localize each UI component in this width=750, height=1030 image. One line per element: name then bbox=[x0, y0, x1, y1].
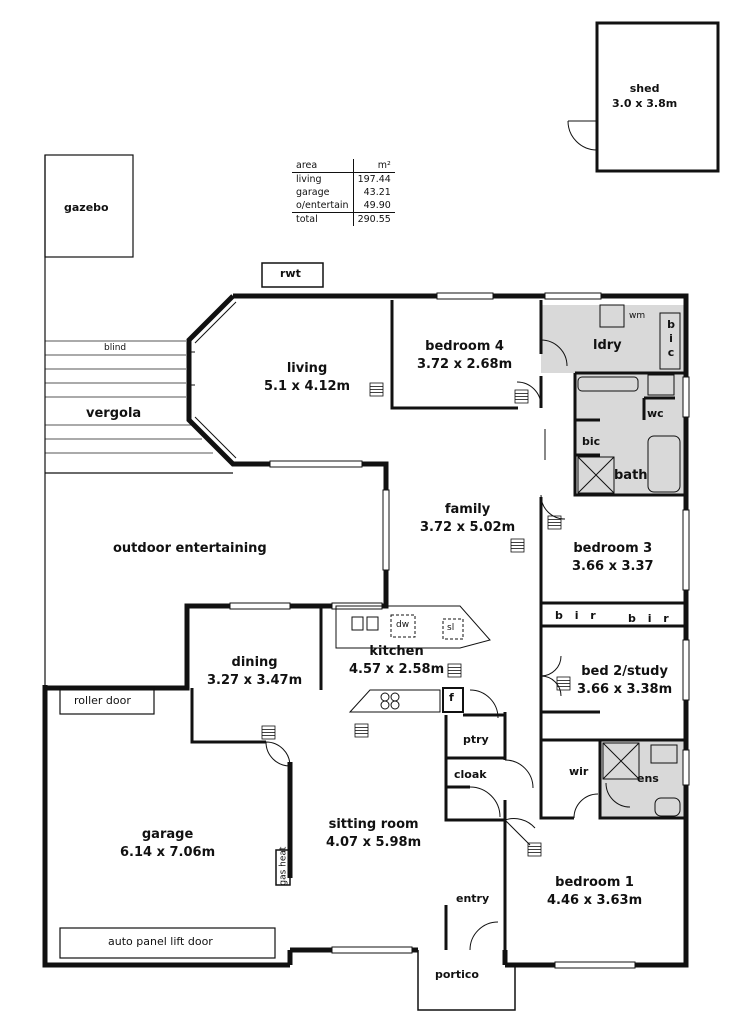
dishwasher-label: dw bbox=[396, 620, 410, 630]
dining-label: dining 3.27 x 3.47m bbox=[207, 654, 302, 689]
garage-size: 6.14 x 7.06m bbox=[120, 844, 216, 860]
wc-label: wc bbox=[647, 407, 664, 420]
vergola-label: vergola bbox=[84, 405, 144, 423]
laundry-label: ldry bbox=[593, 338, 622, 353]
living-size: 5.1 x 4.12m bbox=[264, 378, 351, 394]
rwt-label: rwt bbox=[280, 267, 301, 280]
bed2-size: 3.66 x 3.38m bbox=[577, 681, 673, 697]
blind-label: blind bbox=[104, 343, 127, 353]
interior-walls bbox=[190, 300, 686, 950]
garage-label: garage 6.14 x 7.06m bbox=[120, 826, 215, 861]
doors bbox=[265, 339, 631, 951]
bedroom3-name: bedroom 3 bbox=[573, 541, 653, 556]
living-label: living 5.1 x 4.12m bbox=[264, 360, 350, 395]
bedroom1-name: bedroom 1 bbox=[555, 875, 634, 890]
kitchen-label: kitchen 4.57 x 2.58m bbox=[349, 643, 444, 678]
lift-door-label: auto panel lift door bbox=[108, 935, 213, 948]
vent-symbols bbox=[261, 382, 571, 857]
bedroom4-label: bedroom 4 3.72 x 2.68m bbox=[417, 338, 512, 373]
area-row-value: 43.21 bbox=[363, 187, 391, 198]
area-header-unit: m² bbox=[353, 159, 395, 173]
shed-size: 3.0 x 3.8m bbox=[612, 96, 678, 110]
rwt-tank bbox=[261, 262, 324, 288]
outdoor-label: outdoor entertaining bbox=[113, 541, 267, 556]
sitting-size: 4.07 x 5.98m bbox=[326, 834, 422, 850]
kitchen-name: kitchen bbox=[369, 644, 424, 659]
entry-label: entry bbox=[456, 892, 490, 905]
bedroom4-size: 3.72 x 2.68m bbox=[417, 356, 513, 372]
bedroom3-label: bedroom 3 3.66 x 3.37 bbox=[572, 540, 654, 575]
area-total-label: total bbox=[292, 212, 354, 226]
shed-name: shed bbox=[629, 82, 660, 95]
bedroom3-size: 3.66 x 3.37 bbox=[572, 558, 654, 574]
bir-a-label: b i r bbox=[555, 609, 600, 622]
cloak-label: cloak bbox=[454, 768, 487, 781]
bedroom1-size: 4.46 x 3.63m bbox=[547, 892, 643, 908]
living-name: living bbox=[286, 361, 328, 376]
area-header-label: area bbox=[292, 159, 354, 173]
family-size: 3.72 x 5.02m bbox=[420, 519, 516, 535]
area-row-value: 197.44 bbox=[357, 174, 391, 185]
sitting-room-label: sitting room 4.07 x 5.98m bbox=[326, 816, 421, 851]
bir-b-label: b i r bbox=[628, 612, 673, 625]
dining-name: dining bbox=[231, 655, 278, 670]
sitting-name: sitting room bbox=[328, 817, 419, 832]
gas-heater-label: gas heat bbox=[278, 846, 289, 886]
outdoor-outline bbox=[44, 155, 233, 685]
wir-label: wir bbox=[569, 765, 589, 778]
fixtures bbox=[59, 304, 681, 1011]
bath-bic-label: bic bbox=[582, 435, 601, 448]
area-row-value: 49.90 bbox=[363, 200, 391, 211]
area-row-label: garage bbox=[292, 186, 354, 199]
laundry-bic-label: b i c bbox=[667, 318, 675, 359]
fridge-label: f bbox=[449, 691, 454, 704]
vergola-slats bbox=[45, 340, 213, 454]
garage-name: garage bbox=[141, 827, 194, 842]
pantry-label: ptry bbox=[463, 733, 489, 746]
ensuite-label: ens bbox=[637, 772, 659, 785]
portico-label: portico bbox=[435, 968, 479, 981]
bedroom4-name: bedroom 4 bbox=[425, 339, 504, 354]
bedroom1-label: bedroom 1 4.46 x 3.63m bbox=[547, 874, 642, 909]
family-label: family 3.72 x 5.02m bbox=[420, 501, 515, 536]
roller-door-label: roller door bbox=[74, 694, 131, 707]
gazebo-label: gazebo bbox=[64, 201, 109, 214]
area-total-value: 290.55 bbox=[353, 212, 395, 226]
bay-window bbox=[188, 295, 237, 465]
sink-label: sl bbox=[447, 623, 455, 633]
bed2-label: bed 2/study 3.66 x 3.38m bbox=[577, 663, 672, 698]
area-row-label: o/entertain bbox=[292, 199, 354, 213]
bed2-name: bed 2/study bbox=[581, 664, 668, 679]
shed bbox=[567, 21, 720, 173]
wet-area-shading bbox=[541, 305, 686, 818]
bath-label: bath bbox=[614, 468, 648, 483]
area-row-label: living bbox=[292, 172, 354, 186]
family-name: family bbox=[444, 502, 491, 517]
dining-size: 3.27 x 3.47m bbox=[207, 672, 303, 688]
wm-label: wm bbox=[629, 311, 646, 321]
kitchen-size: 4.57 x 2.58m bbox=[349, 661, 445, 677]
